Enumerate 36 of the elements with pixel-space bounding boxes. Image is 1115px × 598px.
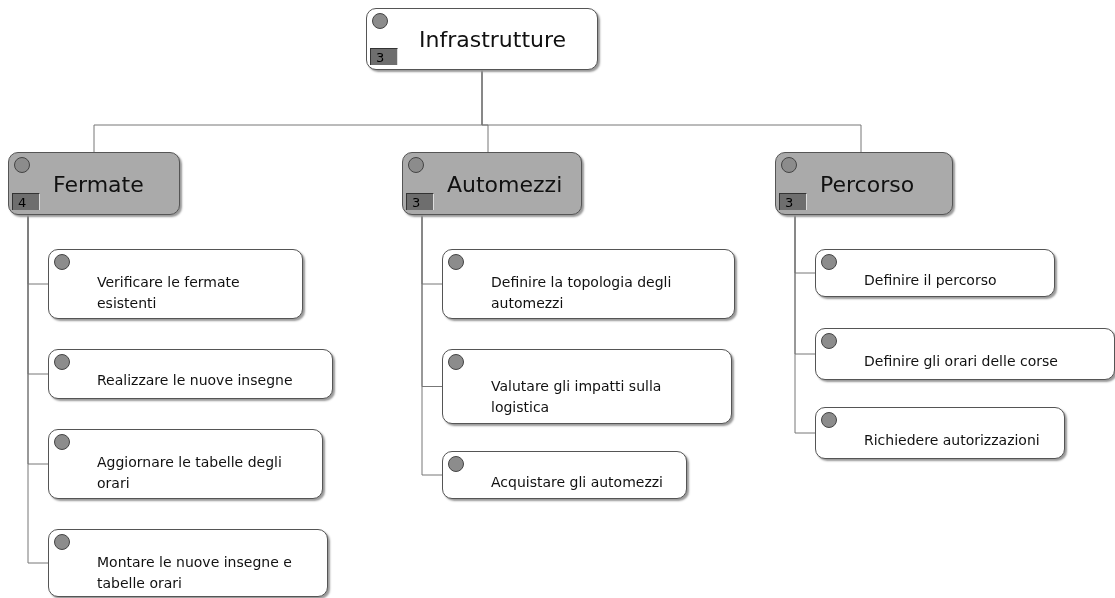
task-box (442, 349, 732, 424)
task-box (442, 249, 735, 319)
count-badge: 4 (12, 193, 40, 210)
connector-line (794, 214, 816, 434)
category-title: Infrastrutture (419, 26, 567, 52)
task-label: Definire la topologia degli automezzi (491, 273, 673, 313)
connector-line (481, 69, 862, 153)
task-box (48, 529, 328, 597)
task-box (815, 249, 1055, 297)
task-label: Verificare le fermate esistenti (97, 273, 241, 313)
count-badge: 3 (370, 48, 398, 65)
count-badge: 3 (406, 193, 434, 210)
category-box (775, 152, 953, 215)
task-box (48, 249, 303, 319)
category-title: Fermate (53, 171, 144, 196)
task-label: Realizzare le nuove insegne (97, 371, 294, 390)
task-box (815, 407, 1065, 459)
task-label: Montare le nuove insegne e tabelle orari (97, 553, 293, 593)
category-box (402, 152, 582, 215)
count-badge: 3 (779, 193, 807, 210)
category-box (8, 152, 180, 215)
task-box (48, 429, 323, 499)
task-label: Aggiornare le tabelle degli orari (97, 453, 283, 493)
task-label: Richiedere autorizzazioni (864, 431, 1041, 450)
task-box (48, 349, 333, 399)
task-label: Valutare gli impatti sulla logistica (491, 377, 663, 417)
task-box (442, 451, 687, 499)
task-label: Definire gli orari delle corse (864, 352, 1059, 371)
category-title: Percorso (820, 171, 915, 196)
connector-line (421, 214, 443, 476)
category-title: Automezzi (447, 171, 563, 196)
connector-line (27, 214, 49, 564)
category-box (366, 8, 598, 70)
task-box (815, 328, 1115, 380)
task-label: Acquistare gli automezzi (491, 473, 664, 492)
task-label: Definire il percorso (864, 271, 998, 290)
